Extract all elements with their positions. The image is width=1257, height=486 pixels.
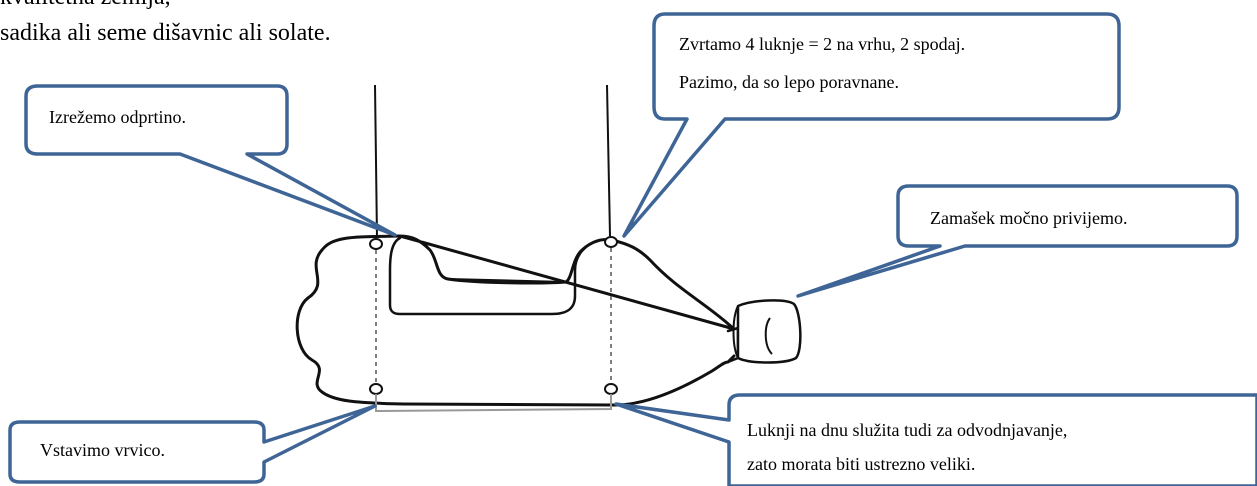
callout-insert-string	[8, 404, 377, 484]
callout-drill-holes-text-line-1: Zvrtamo 4 luknje = 2 na vrhu, 2 spodaj.	[679, 34, 966, 54]
callout-drill-holes	[622, 12, 1121, 238]
hole-bottom-right	[604, 383, 618, 395]
callout-boxes	[8, 12, 1257, 486]
intro-text-line-1: kvalitetna zemlja,	[0, 0, 171, 12]
hole-top-left	[369, 238, 383, 250]
callout-drill-holes-text-line-2: Pazimo, da so lepo poravnane.	[679, 72, 899, 92]
hanging-strings	[374, 84, 611, 239]
cap-side	[732, 305, 739, 359]
intro-text-line-2: sadika ali seme dišavnic ali solate.	[0, 20, 331, 46]
callout-bottom-holes-text-line-2: zato morata biti ustrezno veliki.	[747, 454, 976, 474]
bottom-string	[375, 394, 612, 413]
callout-cut-opening	[24, 84, 397, 237]
left-hanging-string	[374, 84, 378, 239]
callout-insert-string-text: Vstavimo vrvico.	[40, 440, 165, 460]
callout-cap	[796, 184, 1239, 298]
cap-ridge	[764, 317, 773, 355]
bottle-cap	[732, 299, 802, 364]
bottle-outline	[295, 234, 736, 407]
hole-top-right	[604, 236, 618, 248]
drilled-holes	[369, 236, 618, 395]
cap-body	[736, 299, 802, 364]
plastic-bottle	[295, 234, 740, 407]
bottle-opening-bottom-edge	[447, 278, 567, 283]
bottle-opening-cutout	[388, 236, 600, 316]
dashed-hole-lines	[375, 248, 612, 384]
hole-bottom-left	[369, 383, 383, 395]
right-hanging-string	[606, 84, 611, 237]
callout-bottom-holes-text-line-1: Luknji na dnu služita tudi za odvodnjava…	[747, 420, 1068, 440]
callout-bottom-holes	[614, 393, 1257, 486]
callout-cut-opening-text: Izrežemo odprtino.	[49, 107, 186, 127]
callout-cap-text: Zamašek močno privijemo.	[930, 208, 1128, 228]
